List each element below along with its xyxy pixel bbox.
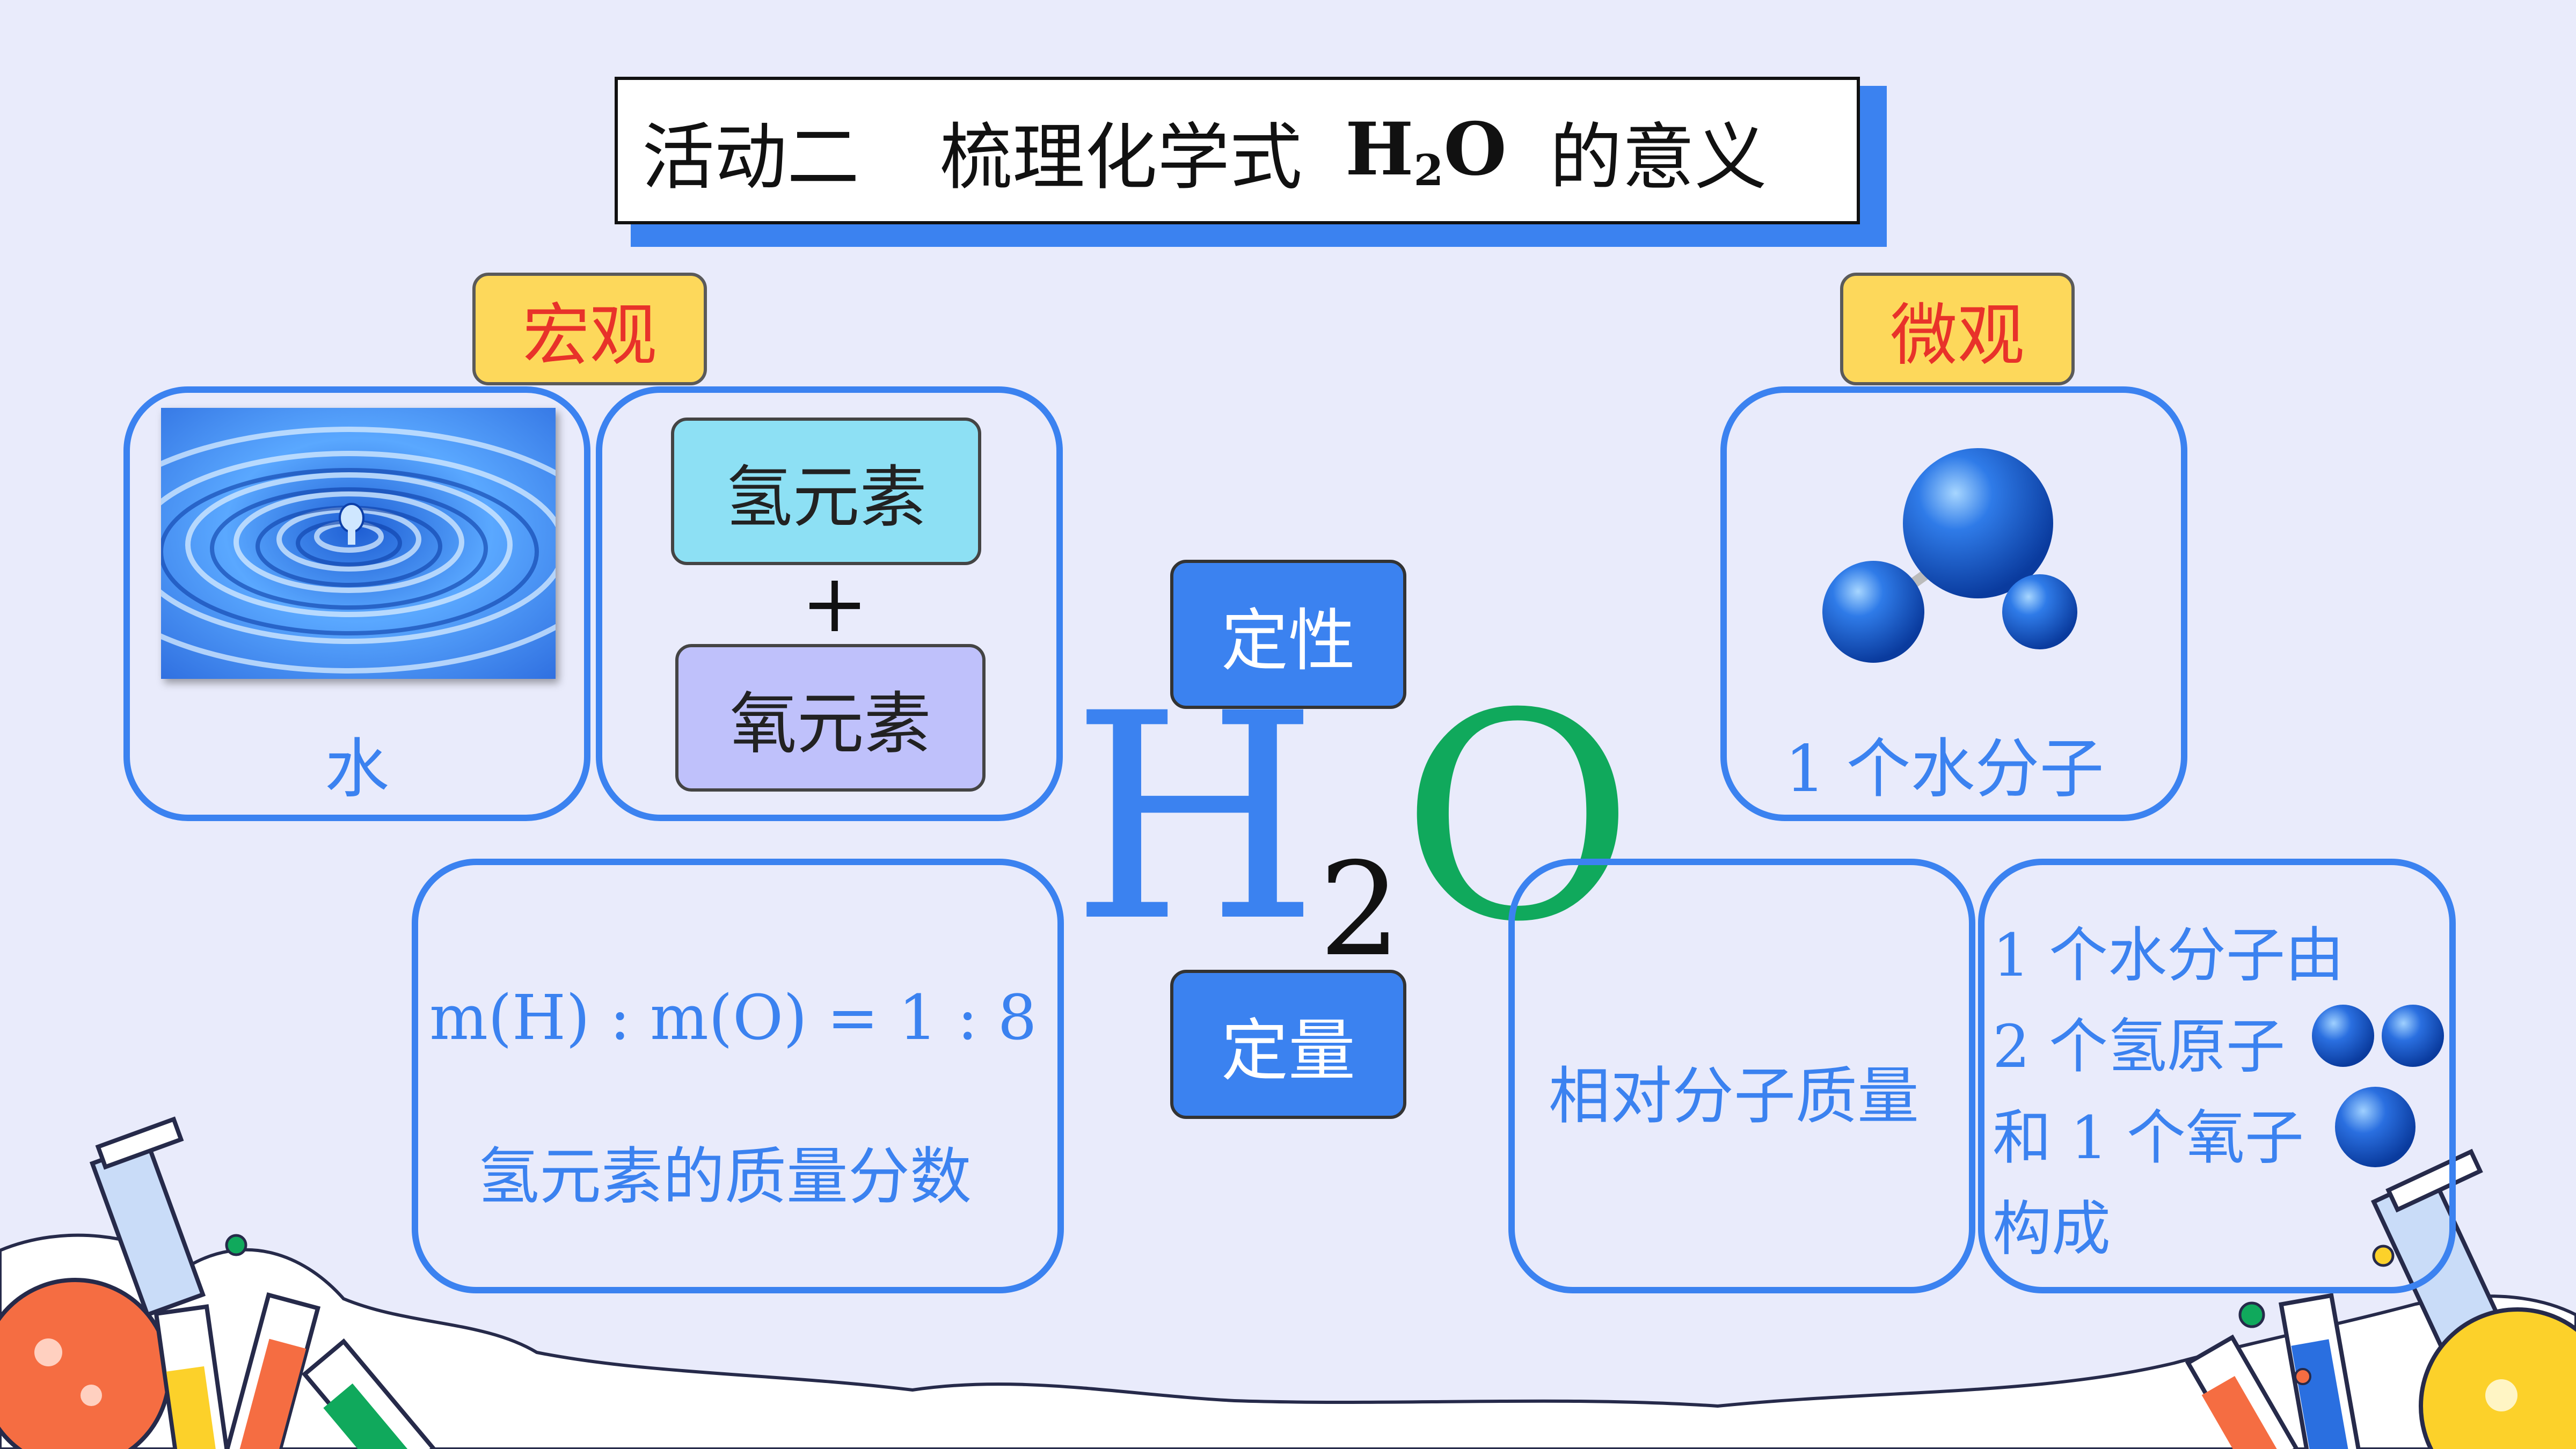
title-formula-sub: 2	[1413, 144, 1444, 195]
quantitative-button[interactable]: 定量	[1170, 970, 1406, 1119]
oxygen-element-box: 氧元素	[675, 644, 986, 792]
test-tube-icon	[2185, 1293, 2362, 1449]
mass-ratio-box	[412, 859, 1064, 1293]
flask-icon	[0, 1116, 206, 1449]
title-formula-o: O	[1443, 106, 1507, 192]
page-title: 活动二 梳理化学式 H2O 的意义	[615, 77, 1860, 224]
composition-box	[1978, 859, 2456, 1293]
hydrogen-element-box: 氢元素	[671, 418, 981, 565]
plus-sign: +	[801, 557, 869, 650]
molecule-box	[1720, 386, 2187, 821]
water-molecule-icon	[1822, 448, 2077, 663]
title-meaning: 的意义	[1549, 115, 1767, 200]
title-topic: 梳理化学式	[940, 115, 1302, 200]
composition-line-4: 构成	[1993, 1195, 2111, 1263]
oxygen-atom-icon	[2335, 1087, 2416, 1167]
title-activity: 活动二	[642, 115, 859, 200]
mass-ratio-text: m(H) : m(O) = 1 : 8	[429, 982, 1037, 1054]
title-formula: H2O	[1345, 106, 1507, 195]
formula-h: H	[1071, 653, 1319, 984]
hydrogen-atom-icon	[2312, 1005, 2444, 1067]
title-formula-h: H	[1345, 106, 1414, 192]
relative-mass-text: 相对分子质量	[1549, 1060, 1920, 1132]
water-ripple-image	[161, 408, 556, 679]
micro-tag: 微观	[1840, 273, 2075, 385]
mass-fraction-text: 氢元素的质量分数	[478, 1141, 972, 1213]
composition-line-2: 2 个氢原子	[1993, 1012, 2285, 1081]
test-tube-icon	[154, 1292, 436, 1449]
macro-tag: 宏观	[472, 273, 707, 385]
qualitative-button[interactable]: 定性	[1170, 560, 1406, 709]
water-label: 水	[325, 732, 389, 807]
composition-line-3: 和 1 个氧子	[1993, 1103, 2304, 1172]
relative-mass-box	[1508, 859, 1975, 1293]
composition-line-1: 1 个水分子由	[1993, 921, 2344, 990]
formula-subscript: 2	[1319, 835, 1401, 985]
elements-box	[596, 386, 1063, 821]
water-box	[123, 386, 590, 821]
molecule-label: 1 个水分子	[1785, 732, 2104, 807]
